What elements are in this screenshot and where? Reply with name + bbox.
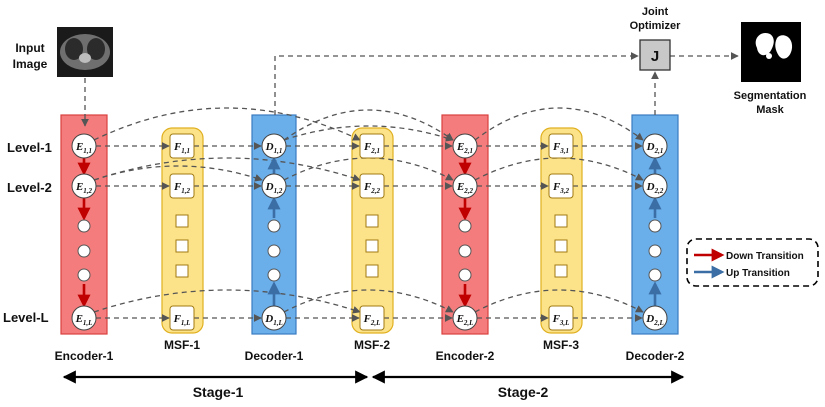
decoder-2-placeholder-3 xyxy=(648,268,662,282)
msf-1-node-level-2: F1,2 xyxy=(169,173,195,199)
encoder-1-node-level-1: E1,1 xyxy=(71,133,97,159)
output-label-line2: Mask xyxy=(756,104,784,116)
optimizer-label-line1: Joint xyxy=(642,6,669,18)
encoder-1-placeholder-1 xyxy=(77,219,91,233)
level-2-label: Level-2 xyxy=(7,180,52,195)
msf-1-placeholder-2 xyxy=(175,239,189,253)
optimizer-connections xyxy=(81,52,739,127)
encoder-2-node-level-L: E2,L xyxy=(452,305,478,331)
decoder-2-placeholder-2 xyxy=(648,244,662,258)
msf-3-placeholder-1 xyxy=(554,214,568,228)
msf-3-node-level-L: F3,L xyxy=(548,305,574,331)
legend-down-label: Down Transition xyxy=(726,251,804,262)
encoder-2-placeholder-2 xyxy=(458,244,472,258)
skip-decoder-1-to-encoder-2-level-1-3 xyxy=(283,109,454,141)
legend: Down Transition Up Transition xyxy=(686,238,819,287)
skip-encoder-1-to-msf-2-level-L-2 xyxy=(93,289,361,314)
encoder-2-placeholder-3 xyxy=(458,268,472,282)
msf-1-block xyxy=(161,127,204,334)
encoder-1-label: Encoder-1 xyxy=(55,349,114,363)
encoder-1-node-level-L: E1,L xyxy=(71,305,97,331)
optimizer-label-line2: Optimizer xyxy=(630,20,681,32)
decoder-1-label: Decoder-1 xyxy=(245,349,304,363)
msf-3-placeholder-2 xyxy=(554,239,568,253)
input-label-line2: Image xyxy=(13,57,48,71)
msf-3-node-level-2: F3,2 xyxy=(548,173,574,199)
encoder-2-node-level-2: E2,2 xyxy=(452,173,478,199)
decoder-1-node-level-L: D1,L xyxy=(261,305,287,331)
output-label-line1: Segmentation xyxy=(734,90,807,102)
skip-encoder-1-to-msf-2-level-1-0 xyxy=(93,107,361,141)
optimizer-symbol: J xyxy=(651,48,659,65)
decoder-2-placeholder-1 xyxy=(648,219,662,233)
legend-up-label: Up Transition xyxy=(726,268,790,279)
encoder-1-node-level-2: E1,2 xyxy=(71,173,97,199)
skip-decoder-1-to-encoder-2-level-2-4 xyxy=(283,157,454,181)
msf-2-block xyxy=(351,127,394,334)
encoder-1-placeholder-2 xyxy=(77,244,91,258)
msf-3-placeholder-3 xyxy=(554,264,568,278)
decoder-2-node-level-1: D2,1 xyxy=(642,133,668,159)
msf-3-label: MSF-3 xyxy=(543,338,579,352)
segmentation-mask-image xyxy=(741,22,801,82)
stage-1-label: Stage-1 xyxy=(193,384,244,400)
msf-1-placeholder-3 xyxy=(175,264,189,278)
skip-encoder-2-to-decoder-2-level-L-8 xyxy=(474,289,644,313)
encoder-2-label: Encoder-2 xyxy=(436,349,495,363)
stage-2-label: Stage-2 xyxy=(498,384,549,400)
msf-1-node-level-1: F1,1 xyxy=(169,133,195,159)
encoder-1-placeholder-3 xyxy=(77,268,91,282)
decoder-1-node-level-1: D1,1 xyxy=(261,133,287,159)
msf-2-placeholder-3 xyxy=(365,264,379,278)
encoder-2-node-level-1: E2,1 xyxy=(452,133,478,159)
msf-1-placeholder-1 xyxy=(175,214,189,228)
msf-2-label: MSF-2 xyxy=(354,338,390,352)
msf-2-placeholder-1 xyxy=(365,214,379,228)
skip-encoder-2-to-decoder-2-level-1-6 xyxy=(474,107,644,141)
decoder-1-node-level-2: D1,2 xyxy=(261,173,287,199)
decoder-1-placeholder-2 xyxy=(267,244,281,258)
msf-2-node-level-L: F2,L xyxy=(359,305,385,331)
skip-decoder-1-to-encoder-2-level-1-10 xyxy=(283,125,454,142)
level-l-label: Level-L xyxy=(3,310,49,325)
skip-encoder-1-to-decoder-1-level-2-9 xyxy=(93,165,263,182)
msf-3-node-level-1: F3,1 xyxy=(548,133,574,159)
input-label-line1: Input xyxy=(15,41,44,55)
encoder-2-placeholder-1 xyxy=(458,219,472,233)
decoder-2-label: Decoder-2 xyxy=(626,349,685,363)
decoder-1-placeholder-1 xyxy=(267,219,281,233)
input-ct-image xyxy=(57,27,113,77)
msf-2-placeholder-2 xyxy=(365,239,379,253)
skip-encoder-2-to-decoder-2-level-2-7 xyxy=(474,157,644,181)
msf-2-node-level-1: F2,1 xyxy=(359,133,385,159)
skip-decoder-1-to-encoder-2-level-L-5 xyxy=(283,289,454,313)
decoder-2-node-level-L: D2,L xyxy=(642,305,668,331)
decoder-1-placeholder-3 xyxy=(267,268,281,282)
skip-encoder-1-to-msf-2-level-2-1 xyxy=(93,157,361,182)
msf-1-node-level-L: F1,L xyxy=(169,305,195,331)
joint-optimizer-box xyxy=(639,39,671,71)
level-1-label: Level-1 xyxy=(7,140,52,155)
decoder-2-node-level-2: D2,2 xyxy=(642,173,668,199)
msf-1-label: MSF-1 xyxy=(164,338,200,352)
msf-2-node-level-2: F2,2 xyxy=(359,173,385,199)
